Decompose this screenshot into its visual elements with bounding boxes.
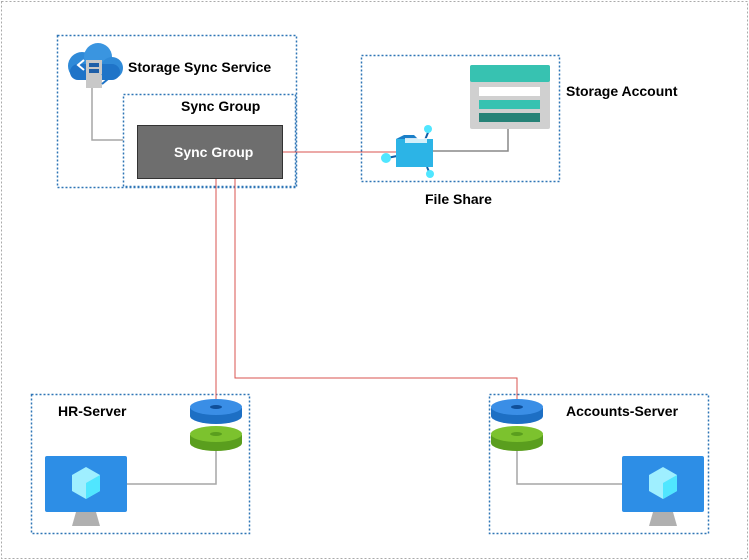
accounts-virtual-machine-icon [622, 456, 704, 526]
hr-server-container [30, 393, 251, 535]
hr-virtual-machine-icon [45, 456, 127, 526]
file-share-icon [381, 125, 434, 178]
share-to-account-connector [432, 128, 509, 152]
storage-sync-service-container [56, 34, 298, 189]
accounts-server-endpoint-icon [491, 399, 543, 451]
service-to-group-connector [91, 85, 123, 141]
hr-vm-connector [127, 445, 217, 485]
storage-account-container [360, 54, 561, 183]
hr-server-label: HR-Server [58, 403, 127, 419]
sync-group-container [122, 93, 297, 188]
accounts-server-label: Accounts-Server [566, 403, 679, 419]
accounts-server-endpoint-line [234, 178, 518, 402]
storage-sync-service-icon [68, 43, 123, 88]
sync-group-container-label: Sync Group [181, 98, 261, 114]
sync-group-box-label: Sync Group [174, 144, 254, 160]
storage-account-icon [470, 65, 550, 129]
hr-server-endpoint-icon [190, 399, 242, 451]
file-share-label: File Share [425, 191, 492, 207]
accounts-vm-connector [516, 445, 622, 485]
storage-sync-service-label: Storage Sync Service [128, 59, 272, 75]
storage-account-label: Storage Account [566, 83, 678, 99]
accounts-server-container [488, 393, 710, 535]
sync-group-box[interactable] [137, 125, 283, 179]
